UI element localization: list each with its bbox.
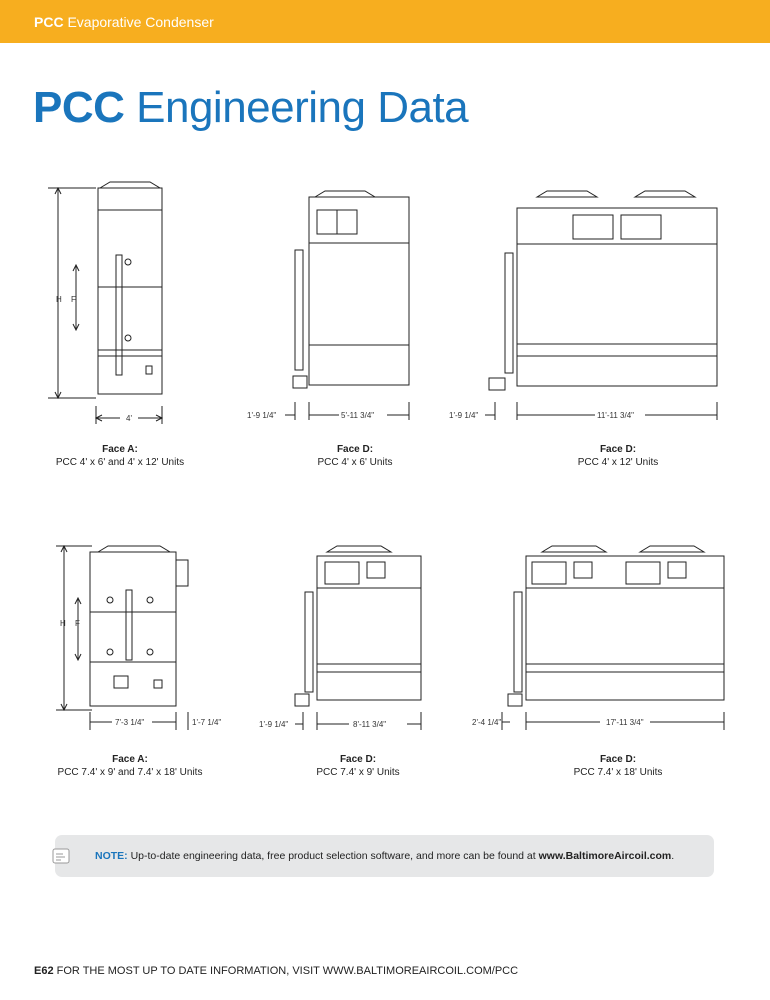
dim-offset: 1'-9 1/4" — [259, 720, 288, 729]
dim-offset: 1'-9 1/4" — [247, 411, 276, 420]
caption-face-a-4ft: Face A: PCC 4' x 6' and 4' x 12' Units — [40, 443, 200, 469]
header-title: PCC Evaporative Condenser — [34, 14, 214, 30]
dim-length: 8'-11 3/4" — [353, 720, 386, 729]
label-h: H — [60, 619, 66, 628]
caption-face: Face A: — [112, 754, 148, 765]
drawing-face-d-4x12: 1'-9 1/4" 11'-11 3/4" — [449, 190, 718, 420]
note-end: . — [671, 850, 675, 862]
caption-model: PCC 7.4' x 9' Units — [316, 767, 400, 778]
page-footer: E62 FOR THE MOST UP TO DATE INFORMATION,… — [34, 965, 518, 977]
caption-model: PCC 4' x 6' and 4' x 12' Units — [55, 457, 185, 468]
note-text: NOTE: Up-to-date engineering data, free … — [95, 850, 674, 862]
dim-width: 7'-3 1/4" — [115, 718, 144, 727]
drawing-face-a-4ft: H F 4' — [48, 181, 164, 424]
drawing-face-a-7ft: H F 7'-3 1/4" 1'-7 1/4" — [56, 544, 221, 730]
caption-face: Face D: — [599, 444, 637, 455]
note-link[interactable]: www.BaltimoreAircoil.com — [538, 850, 672, 862]
header-brand: PCC — [34, 14, 64, 30]
header-subtitle: Evaporative Condenser — [67, 14, 214, 30]
dim-width: 4' — [126, 414, 132, 423]
drawing-face-d-4x6: 1'-9 1/4" 5'-11 3/4" — [247, 190, 410, 420]
note-box: NOTE: Up-to-date engineering data, free … — [52, 835, 714, 877]
note-icon — [52, 848, 70, 864]
caption-model: PCC 4' x 12' Units — [577, 457, 659, 468]
drawing-face-d-7x9: 1'-9 1/4" 8'-11 3/4" — [259, 545, 422, 730]
caption-face-d-4x12: Face D: PCC 4' x 12' Units — [538, 443, 698, 469]
dim-length: 11'-11 3/4" — [597, 411, 634, 420]
label-f: F — [75, 619, 80, 628]
note-label: NOTE: — [95, 850, 128, 862]
note-body: Up-to-date engineering data, free produc… — [130, 850, 536, 862]
label-h: H — [56, 295, 62, 304]
caption-face: Face D: — [336, 444, 374, 455]
title-text: Engineering Data — [136, 83, 469, 132]
label-f: F — [71, 295, 76, 304]
dim-length: 5'-11 3/4" — [341, 411, 374, 420]
caption-face-d-7x9: Face D: PCC 7.4' x 9' Units — [278, 753, 438, 779]
caption-face: Face D: — [339, 754, 377, 765]
page-title: PCC Engineering Data — [33, 83, 469, 133]
footer-text: FOR THE MOST UP TO DATE INFORMATION, VIS… — [56, 965, 519, 977]
dim-offset: 1'-9 1/4" — [449, 411, 478, 420]
caption-face-d-7x18: Face D: PCC 7.4' x 18' Units — [538, 753, 698, 779]
caption-face-d-4x6: Face D: PCC 4' x 6' Units — [275, 443, 435, 469]
dim-offset: 2'-4 1/4" — [472, 718, 501, 727]
page-number: E62 — [34, 965, 54, 977]
drawing-face-d-7x18: 2'-4 1/4" 17'-11 3/4" — [472, 545, 725, 730]
caption-model: PCC 7.4' x 9' and 7.4' x 18' Units — [57, 767, 203, 778]
dim-extension: 1'-7 1/4" — [192, 718, 221, 727]
title-brand: PCC — [33, 83, 125, 132]
header-bar: PCC Evaporative Condenser — [0, 0, 770, 43]
caption-face: Face A: — [102, 444, 138, 455]
caption-model: PCC 4' x 6' Units — [317, 457, 393, 468]
caption-face-a-7ft: Face A: PCC 7.4' x 9' and 7.4' x 18' Uni… — [45, 753, 215, 779]
caption-face: Face D: — [599, 754, 637, 765]
caption-model: PCC 7.4' x 18' Units — [573, 767, 663, 778]
dim-length: 17'-11 3/4" — [606, 718, 644, 727]
